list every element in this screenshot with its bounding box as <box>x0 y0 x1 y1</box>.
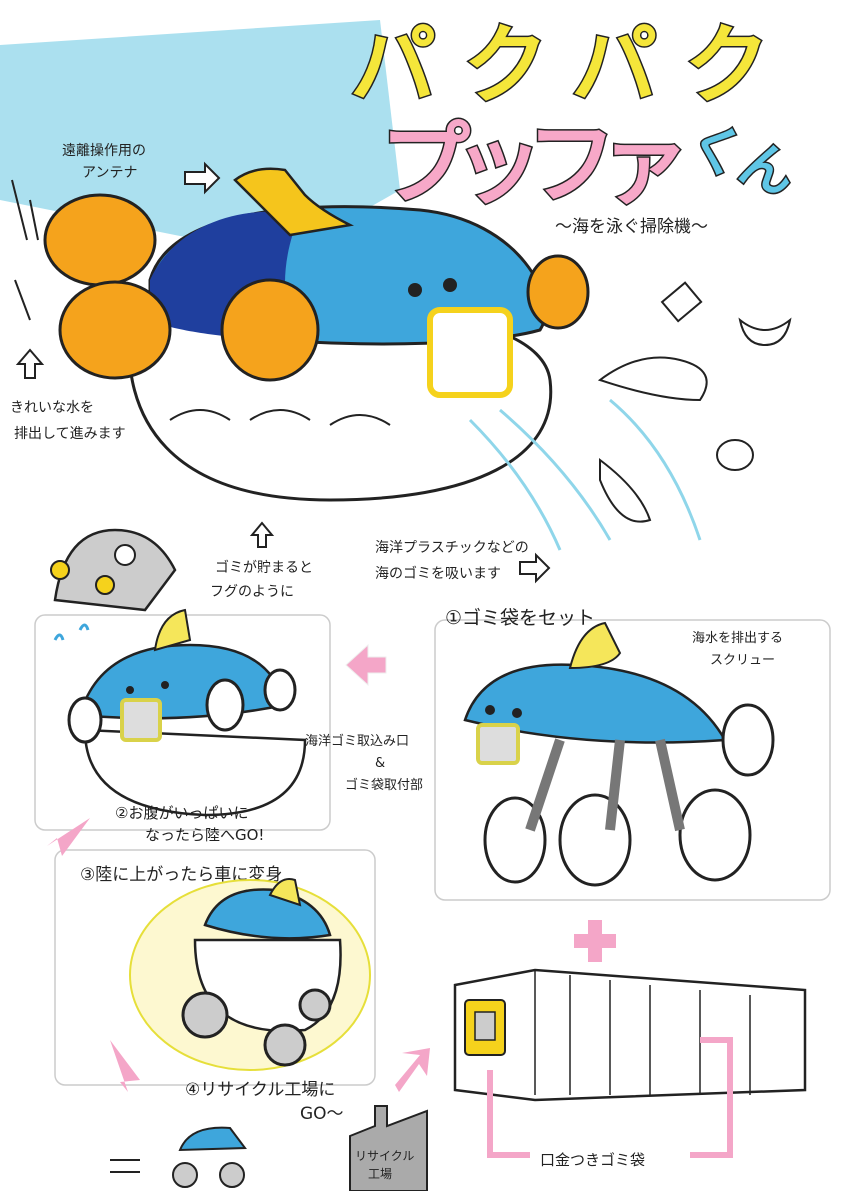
step1-title: ①ゴミ袋をセット <box>445 607 595 629</box>
antenna-label: 遠離操作用の アンテナ <box>62 142 150 181</box>
puffer-sketch <box>50 528 177 612</box>
machine-step1 <box>463 621 775 887</box>
title-line1: パクパク <box>350 16 770 116</box>
panel-step1 <box>434 619 831 901</box>
eye <box>443 278 457 292</box>
arrow-right-icon <box>519 552 551 584</box>
step2-label: ②お腹がいっぱいに なったら陸へGO! <box>115 804 264 844</box>
arrow-up-right-icon <box>395 1048 430 1092</box>
arrow-down-left-icon <box>47 818 90 856</box>
arrow-up-icon <box>15 348 45 379</box>
wheel <box>43 193 590 382</box>
garbage-bag <box>453 968 807 1102</box>
exhaust-label: きれいな水を 排出して進みます <box>10 400 126 442</box>
subtitle: ～海を泳ぐ掃除機～ <box>555 217 708 237</box>
trash-items <box>597 281 792 523</box>
factory-label: リサイクル 工場 <box>355 1149 418 1181</box>
screw-label: 海水を排出する スクリュー <box>692 631 787 668</box>
plus-icon <box>574 920 616 962</box>
sea-scribble <box>0 20 400 240</box>
step4-label: ④リサイクル工場に GO～ <box>185 1080 344 1124</box>
bag-label: 口金つきゴミ袋 <box>540 1151 645 1169</box>
step3-title: ③陸に上がったら車に変身 <box>80 865 282 885</box>
machine-step4 <box>110 1126 247 1188</box>
machine-step2 <box>53 608 307 817</box>
machine-step3 <box>129 878 371 1071</box>
recycle-factory <box>349 1105 428 1191</box>
intake-label: 海洋ゴミ取込み口 & ゴミ袋取付部 <box>305 733 423 793</box>
eye <box>408 283 422 297</box>
panel-step3 <box>54 849 376 1086</box>
arrow-down-right-icon <box>110 1040 140 1092</box>
intake-mouth <box>427 307 513 398</box>
arrow-right-icon <box>184 161 221 195</box>
suction-label: 海洋プラスチックなどの 海のゴミを吸います <box>375 540 533 582</box>
arrow-left-icon <box>345 643 387 687</box>
title-suffix: くん <box>681 112 804 208</box>
arrow-up-icon <box>249 521 275 548</box>
title-line2: プッファ <box>380 112 690 217</box>
inflate-label: ゴミが貯まると フグのように <box>210 559 317 600</box>
fin <box>233 167 354 237</box>
main-machine <box>43 167 590 502</box>
